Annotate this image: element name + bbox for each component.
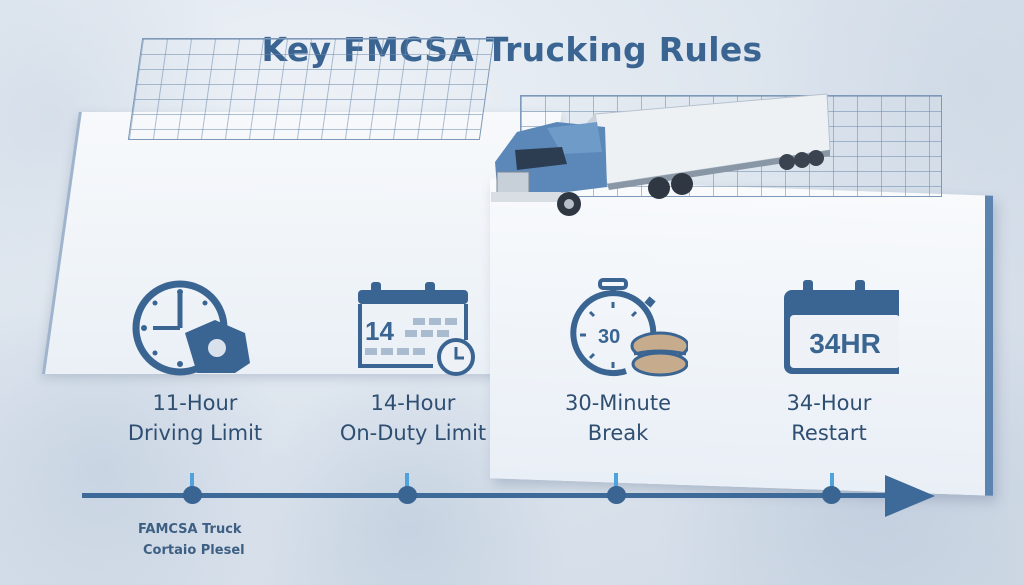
rule-label-line1: 11-Hour xyxy=(152,391,238,415)
calendar-clock-icon: 14 xyxy=(358,282,475,376)
svg-text:30: 30 xyxy=(598,326,620,348)
rule-34-hour: 34HR 34-Hour Restart xyxy=(729,278,929,448)
stopwatch-sandwich-icon: 30 xyxy=(570,278,688,377)
rule-14-hour: 14 14-Hour On-Duty Limit xyxy=(313,278,513,448)
rule-label-line2: Break xyxy=(587,421,649,445)
truck-illustration xyxy=(491,93,831,216)
svg-text:14: 14 xyxy=(365,316,394,346)
rule-11-hour: 11-Hour Driving Limit xyxy=(95,278,295,448)
footnote: FAMCSA Truck Cortaio Plesel xyxy=(138,519,245,561)
timeline-tick xyxy=(614,473,618,487)
rule-label-line2: On-Duty Limit xyxy=(339,421,487,445)
footnote-line1: FAMCSA Truck xyxy=(138,522,242,537)
rule-30-minute: 30 30-Minute Break xyxy=(518,278,718,448)
svg-text:34HR: 34HR xyxy=(809,328,881,359)
rule-label-line1: 34-Hour xyxy=(786,391,872,415)
timeline-tick xyxy=(830,473,834,487)
footnote-line2: Cortaio Plesel xyxy=(143,543,245,558)
timeline-node xyxy=(607,486,626,504)
clock-steering-wheel-icon xyxy=(132,280,250,376)
timeline-node xyxy=(398,486,417,504)
rule-label-line1: 14-Hour xyxy=(370,391,456,415)
timeline-arrow-icon xyxy=(885,475,935,517)
log-grid-left xyxy=(127,38,495,140)
timeline-node xyxy=(822,486,841,504)
calendar-icon: 34HR xyxy=(784,280,899,374)
timeline-line xyxy=(82,493,888,498)
rule-label-line2: Driving Limit xyxy=(127,421,263,445)
rule-label-line2: Restart xyxy=(791,421,867,445)
timeline-tick xyxy=(190,473,194,487)
timeline-node xyxy=(183,486,202,504)
rule-label-line1: 30-Minute xyxy=(564,391,672,415)
timeline-tick xyxy=(405,473,409,487)
